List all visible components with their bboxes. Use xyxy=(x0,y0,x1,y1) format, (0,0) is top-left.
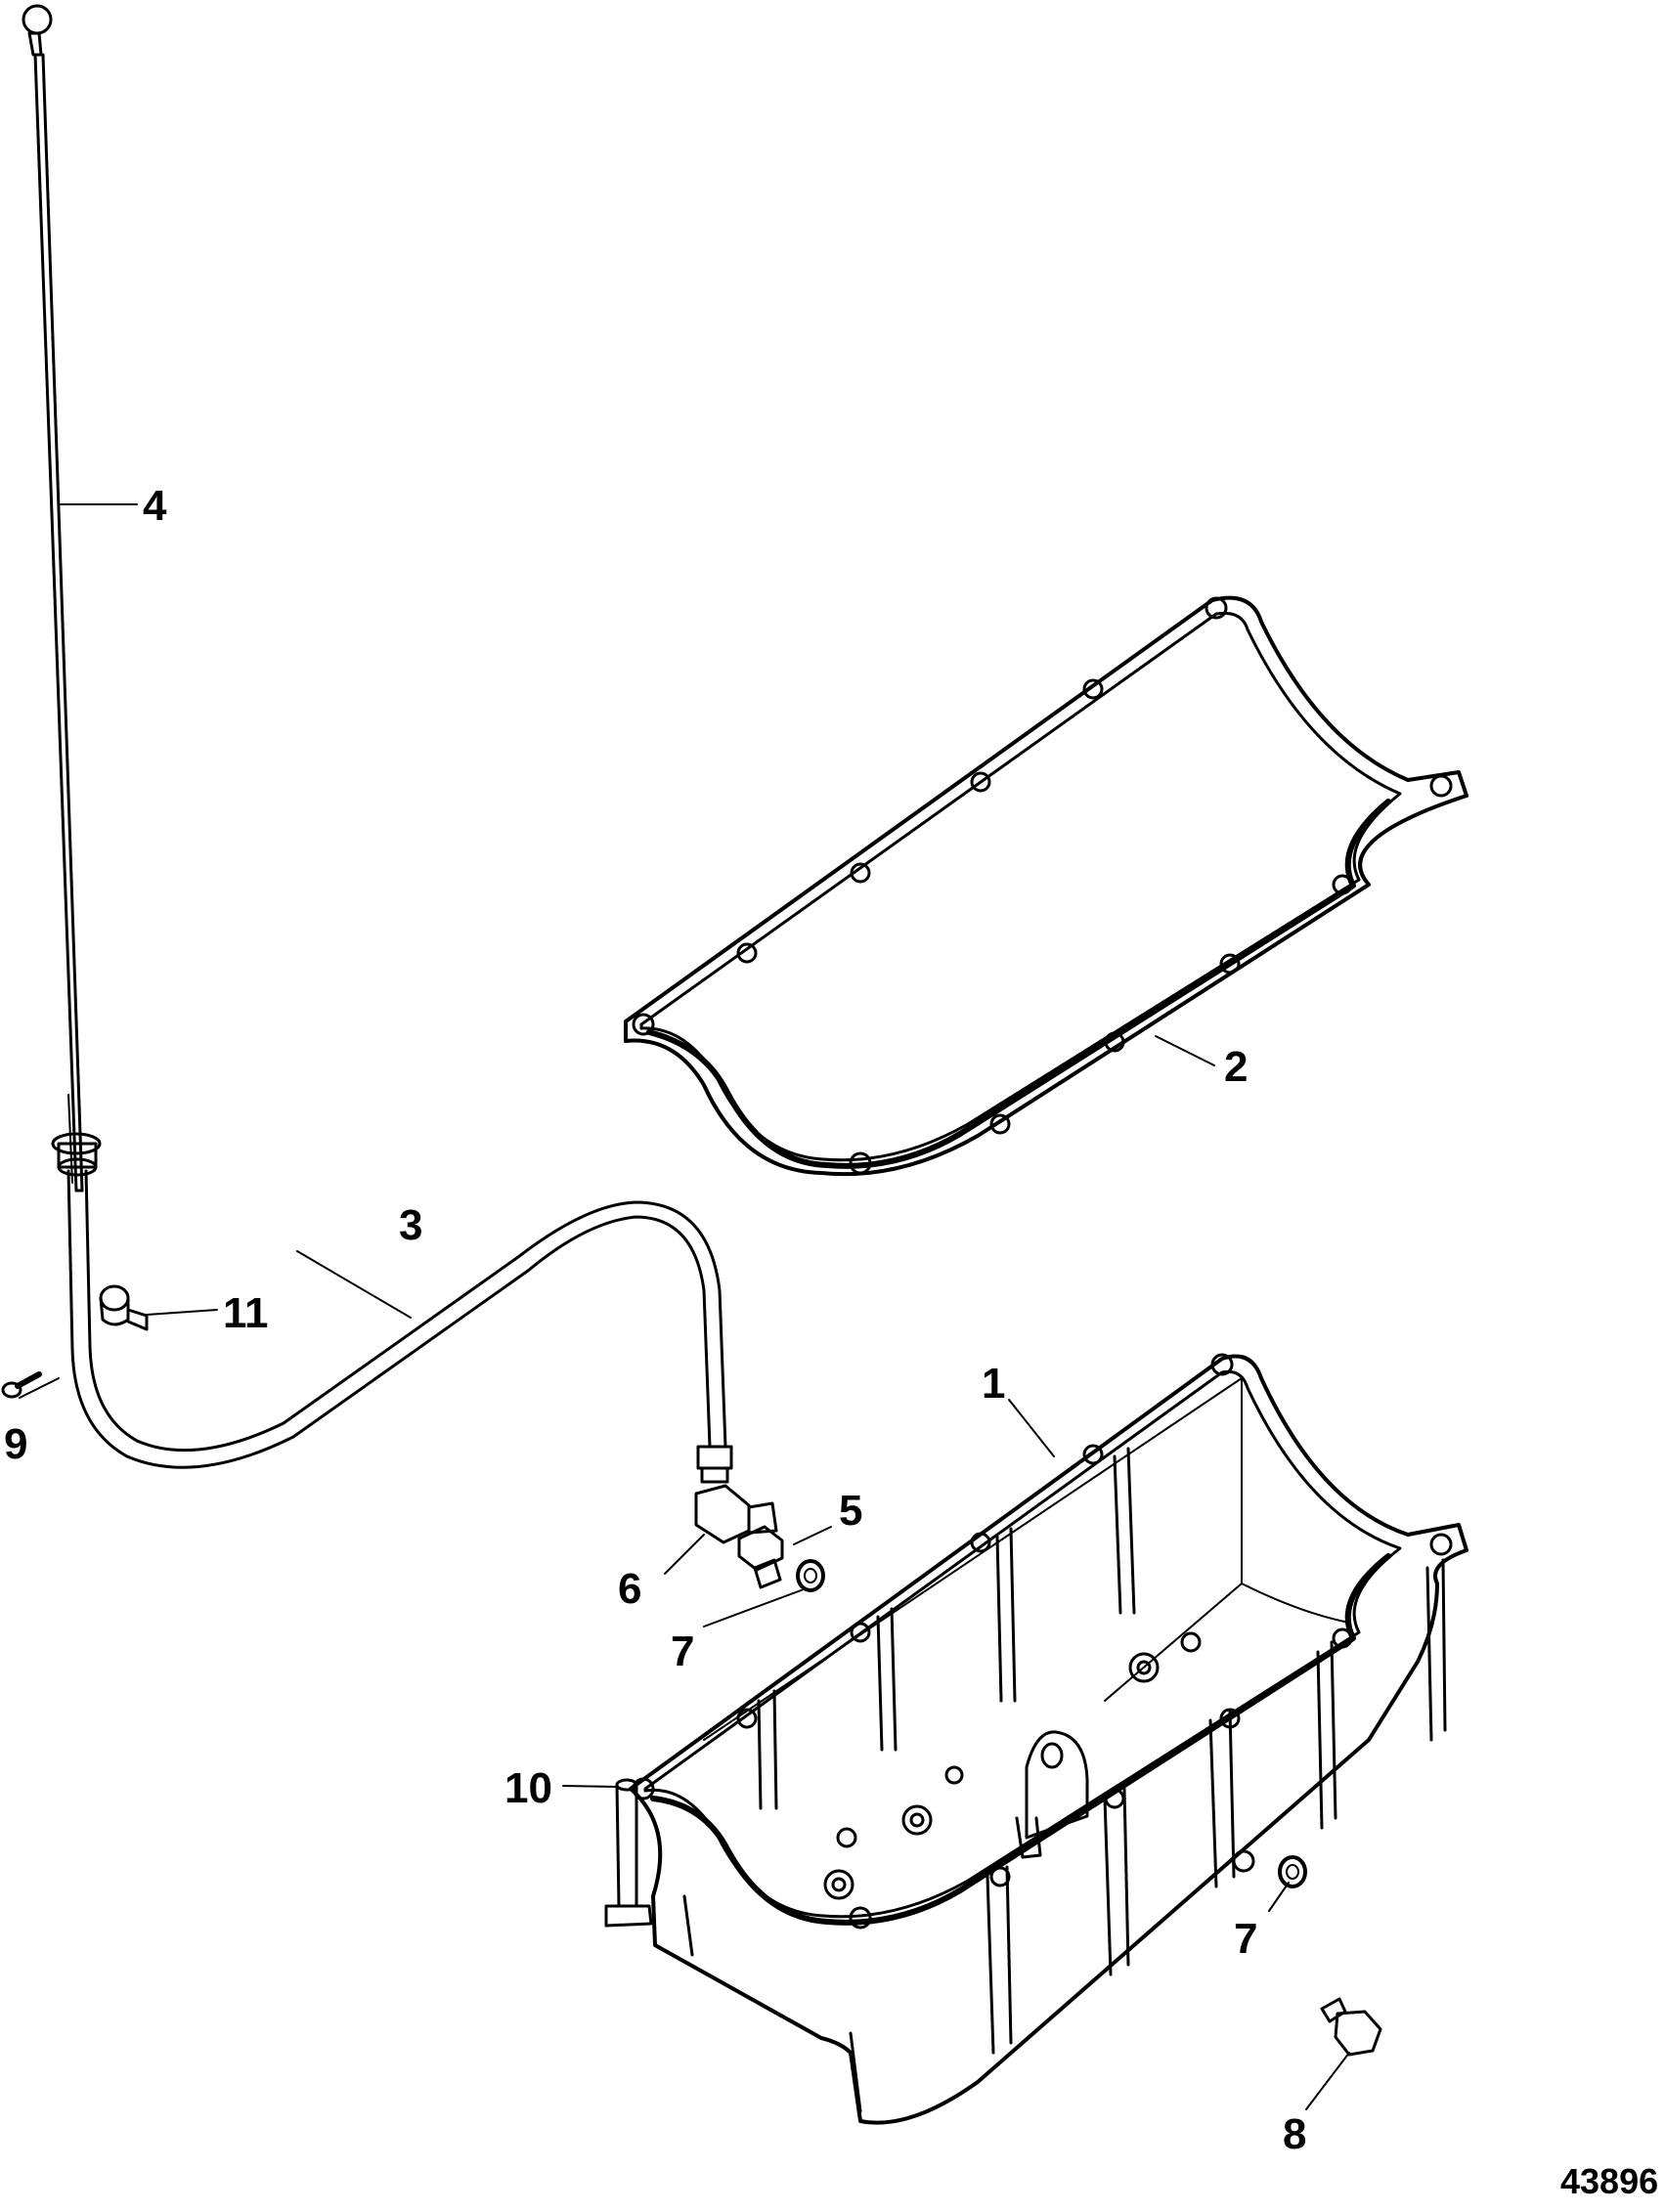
oil-pan xyxy=(629,1353,1468,2125)
clip-screw xyxy=(1,1371,42,1399)
callout-3: 3 xyxy=(399,1201,422,1249)
callout-7-upper: 7 xyxy=(671,1627,694,1675)
callout-9: 9 xyxy=(4,1420,27,1468)
pan-bolt xyxy=(604,1778,653,1928)
callout-8: 8 xyxy=(1283,2110,1306,2158)
plug xyxy=(737,1525,784,1589)
dipstick-tube xyxy=(51,1132,733,1484)
callout-5: 5 xyxy=(839,1487,862,1535)
callout-7-lower: 7 xyxy=(1234,1915,1257,1963)
dipstick xyxy=(22,4,84,1193)
callout-6: 6 xyxy=(618,1565,641,1613)
elbow-fitting xyxy=(694,1484,778,1544)
oil-pan-gasket xyxy=(624,595,1468,1177)
tube-clip xyxy=(99,1284,149,1331)
callout-1: 1 xyxy=(982,1360,1005,1408)
callout-10: 10 xyxy=(504,1764,552,1812)
callout-4: 4 xyxy=(143,482,167,530)
washer-upper xyxy=(796,1559,825,1592)
figure-number: 43896 xyxy=(1560,2161,1658,2201)
drain-plug xyxy=(1320,1997,1382,2057)
callout-2: 2 xyxy=(1224,1043,1248,1091)
leader-lines xyxy=(19,503,1350,2110)
callout-11: 11 xyxy=(223,1289,269,1337)
washer-lower xyxy=(1278,1855,1307,1888)
